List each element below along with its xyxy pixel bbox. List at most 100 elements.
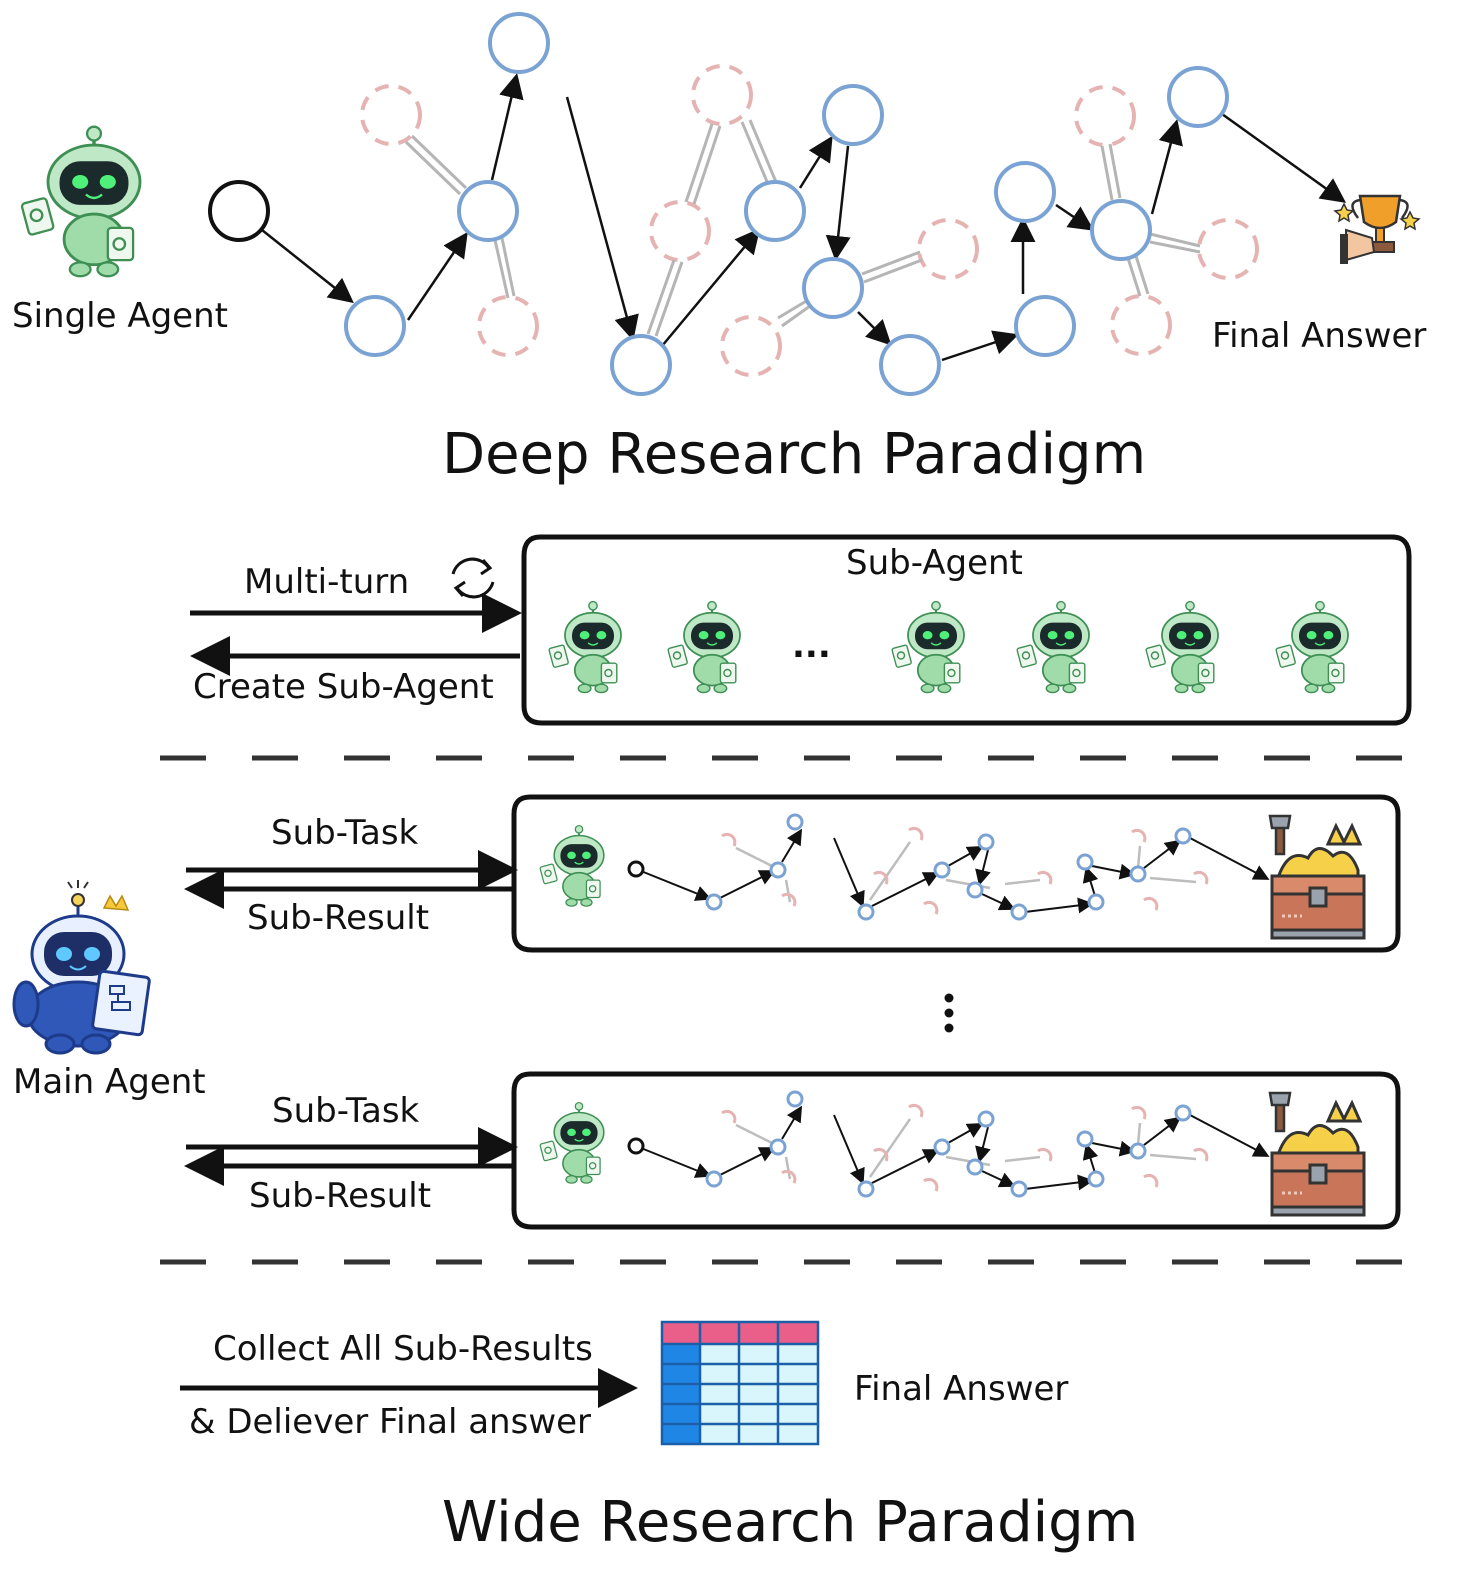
- deep-research-title: Deep Research Paradigm: [442, 422, 1147, 487]
- sub-task-label-2: Sub-Task: [272, 1091, 420, 1131]
- sub-agent-robot-icon: [538, 1101, 605, 1185]
- sub-task-row-2: [184, 1071, 1401, 1230]
- sub-agent-robot-icon: [1015, 600, 1091, 694]
- path-node: [966, 881, 984, 899]
- path-node: [1087, 893, 1105, 911]
- path-arrow: [1091, 863, 1136, 880]
- path-node: [1090, 199, 1152, 261]
- dead-end-node: [1037, 1147, 1053, 1162]
- wide-research-title: Wide Research Paradigm: [442, 1490, 1139, 1555]
- dead-end-node: [649, 200, 711, 262]
- dead-end-node: [1143, 1173, 1159, 1188]
- sub-agent-pool-section: [190, 534, 1412, 726]
- dead-end-node: [1131, 1105, 1147, 1120]
- path-node: [857, 1180, 875, 1198]
- sub-agent-robot-icon: [890, 600, 966, 694]
- sub-agent-ellipsis: ...: [792, 626, 831, 666]
- sub-agent-robot-icon: [1144, 600, 1220, 694]
- single-agent-robot-icon: [19, 124, 142, 278]
- dead-end-node: [360, 84, 422, 146]
- backtrack-line: [735, 1123, 773, 1145]
- dead-end-node: [477, 295, 539, 357]
- path-node: [769, 861, 787, 879]
- dead-end-node: [1193, 870, 1209, 885]
- path-arrow: [1189, 837, 1270, 880]
- deep-final-answer-label: Final Answer: [1212, 316, 1427, 356]
- dead-end-node: [1037, 870, 1053, 885]
- sub-agent-robot-icon: [547, 600, 623, 694]
- dead-end-node: [781, 892, 797, 907]
- multi-turn-label: Multi-turn: [244, 562, 410, 602]
- path-node: [1076, 853, 1094, 871]
- dead-end-node: [908, 1103, 924, 1118]
- dead-end-node: [923, 900, 939, 915]
- sub-task-box: [511, 1071, 1401, 1230]
- dead-end-node: [721, 832, 737, 847]
- trophy-icon: [1333, 194, 1421, 264]
- path-node: [610, 334, 672, 396]
- dead-end-node: [1074, 85, 1136, 147]
- path-node: [1010, 903, 1028, 921]
- path-arrow: [975, 849, 991, 886]
- path-arrow: [781, 828, 803, 863]
- dead-end-node: [1131, 828, 1147, 843]
- path-arrow: [719, 870, 776, 899]
- path-arrow: [1082, 866, 1099, 897]
- path-arrow: [1143, 839, 1182, 869]
- dead-end-nodes: [360, 64, 1259, 377]
- more-rows-ellipsis-icon: [944, 993, 954, 1033]
- dead-end-node: [917, 218, 979, 280]
- sub-agent-robots: [547, 600, 1350, 694]
- active-nodes: [344, 12, 1229, 396]
- path-arrow: [719, 1147, 776, 1176]
- path-node: [457, 180, 519, 242]
- dead-end-node: [721, 1109, 737, 1124]
- dead-end-node: [873, 870, 889, 885]
- treasure-chest-icon: [1268, 814, 1366, 940]
- sub-result-label-2: Sub-Result: [249, 1176, 432, 1216]
- single-agent-label: Single Agent: [12, 296, 228, 336]
- path-node: [977, 833, 995, 851]
- backtrack-lines: [404, 119, 1201, 337]
- backtrack-line: [1004, 1155, 1041, 1163]
- treasure-chest-icon: [1268, 1091, 1366, 1217]
- backtrack-line: [868, 841, 912, 901]
- path-node: [769, 1138, 787, 1156]
- dead-end-node: [720, 315, 782, 377]
- path-node: [1129, 865, 1147, 883]
- path-arrow: [781, 1105, 803, 1140]
- dead-end-node: [873, 1147, 889, 1162]
- path-node: [857, 903, 875, 921]
- backtrack-line: [1149, 876, 1197, 884]
- path-node: [933, 1138, 951, 1156]
- path-arrow: [975, 1126, 991, 1163]
- path-arrow: [1189, 1114, 1270, 1157]
- refresh-icon: [451, 557, 495, 599]
- path-arrow: [981, 893, 1016, 911]
- path-arrow: [981, 1170, 1016, 1188]
- main-agent-label: Main Agent: [13, 1062, 206, 1102]
- path-arrow: [635, 868, 712, 901]
- path-node: [1174, 827, 1192, 845]
- path-node: [705, 1170, 723, 1188]
- sub-agent-robot-icon: [666, 600, 742, 694]
- path-node: [1167, 66, 1229, 128]
- path-node: [879, 334, 941, 396]
- path-arrow: [833, 1114, 865, 1185]
- path-arrow: [1024, 897, 1094, 914]
- path-arrow: [1143, 1116, 1182, 1146]
- sub-result-label-1: Sub-Result: [247, 898, 430, 938]
- deliver-label: & Deliever Final answer: [189, 1402, 592, 1442]
- dead-end-node: [1143, 896, 1159, 911]
- path-node: [786, 813, 804, 831]
- dead-end-node: [923, 1177, 939, 1192]
- backtrack-line: [1004, 878, 1041, 886]
- path-arrow: [947, 1123, 984, 1144]
- dead-end-node: [1197, 218, 1259, 280]
- backtrack-line: [784, 1156, 792, 1180]
- path-arrow: [947, 846, 984, 867]
- path-node: [705, 893, 723, 911]
- main-agent-robot-icon: [12, 880, 151, 1055]
- start-node: [627, 1137, 645, 1155]
- dead-end-node: [781, 1169, 797, 1184]
